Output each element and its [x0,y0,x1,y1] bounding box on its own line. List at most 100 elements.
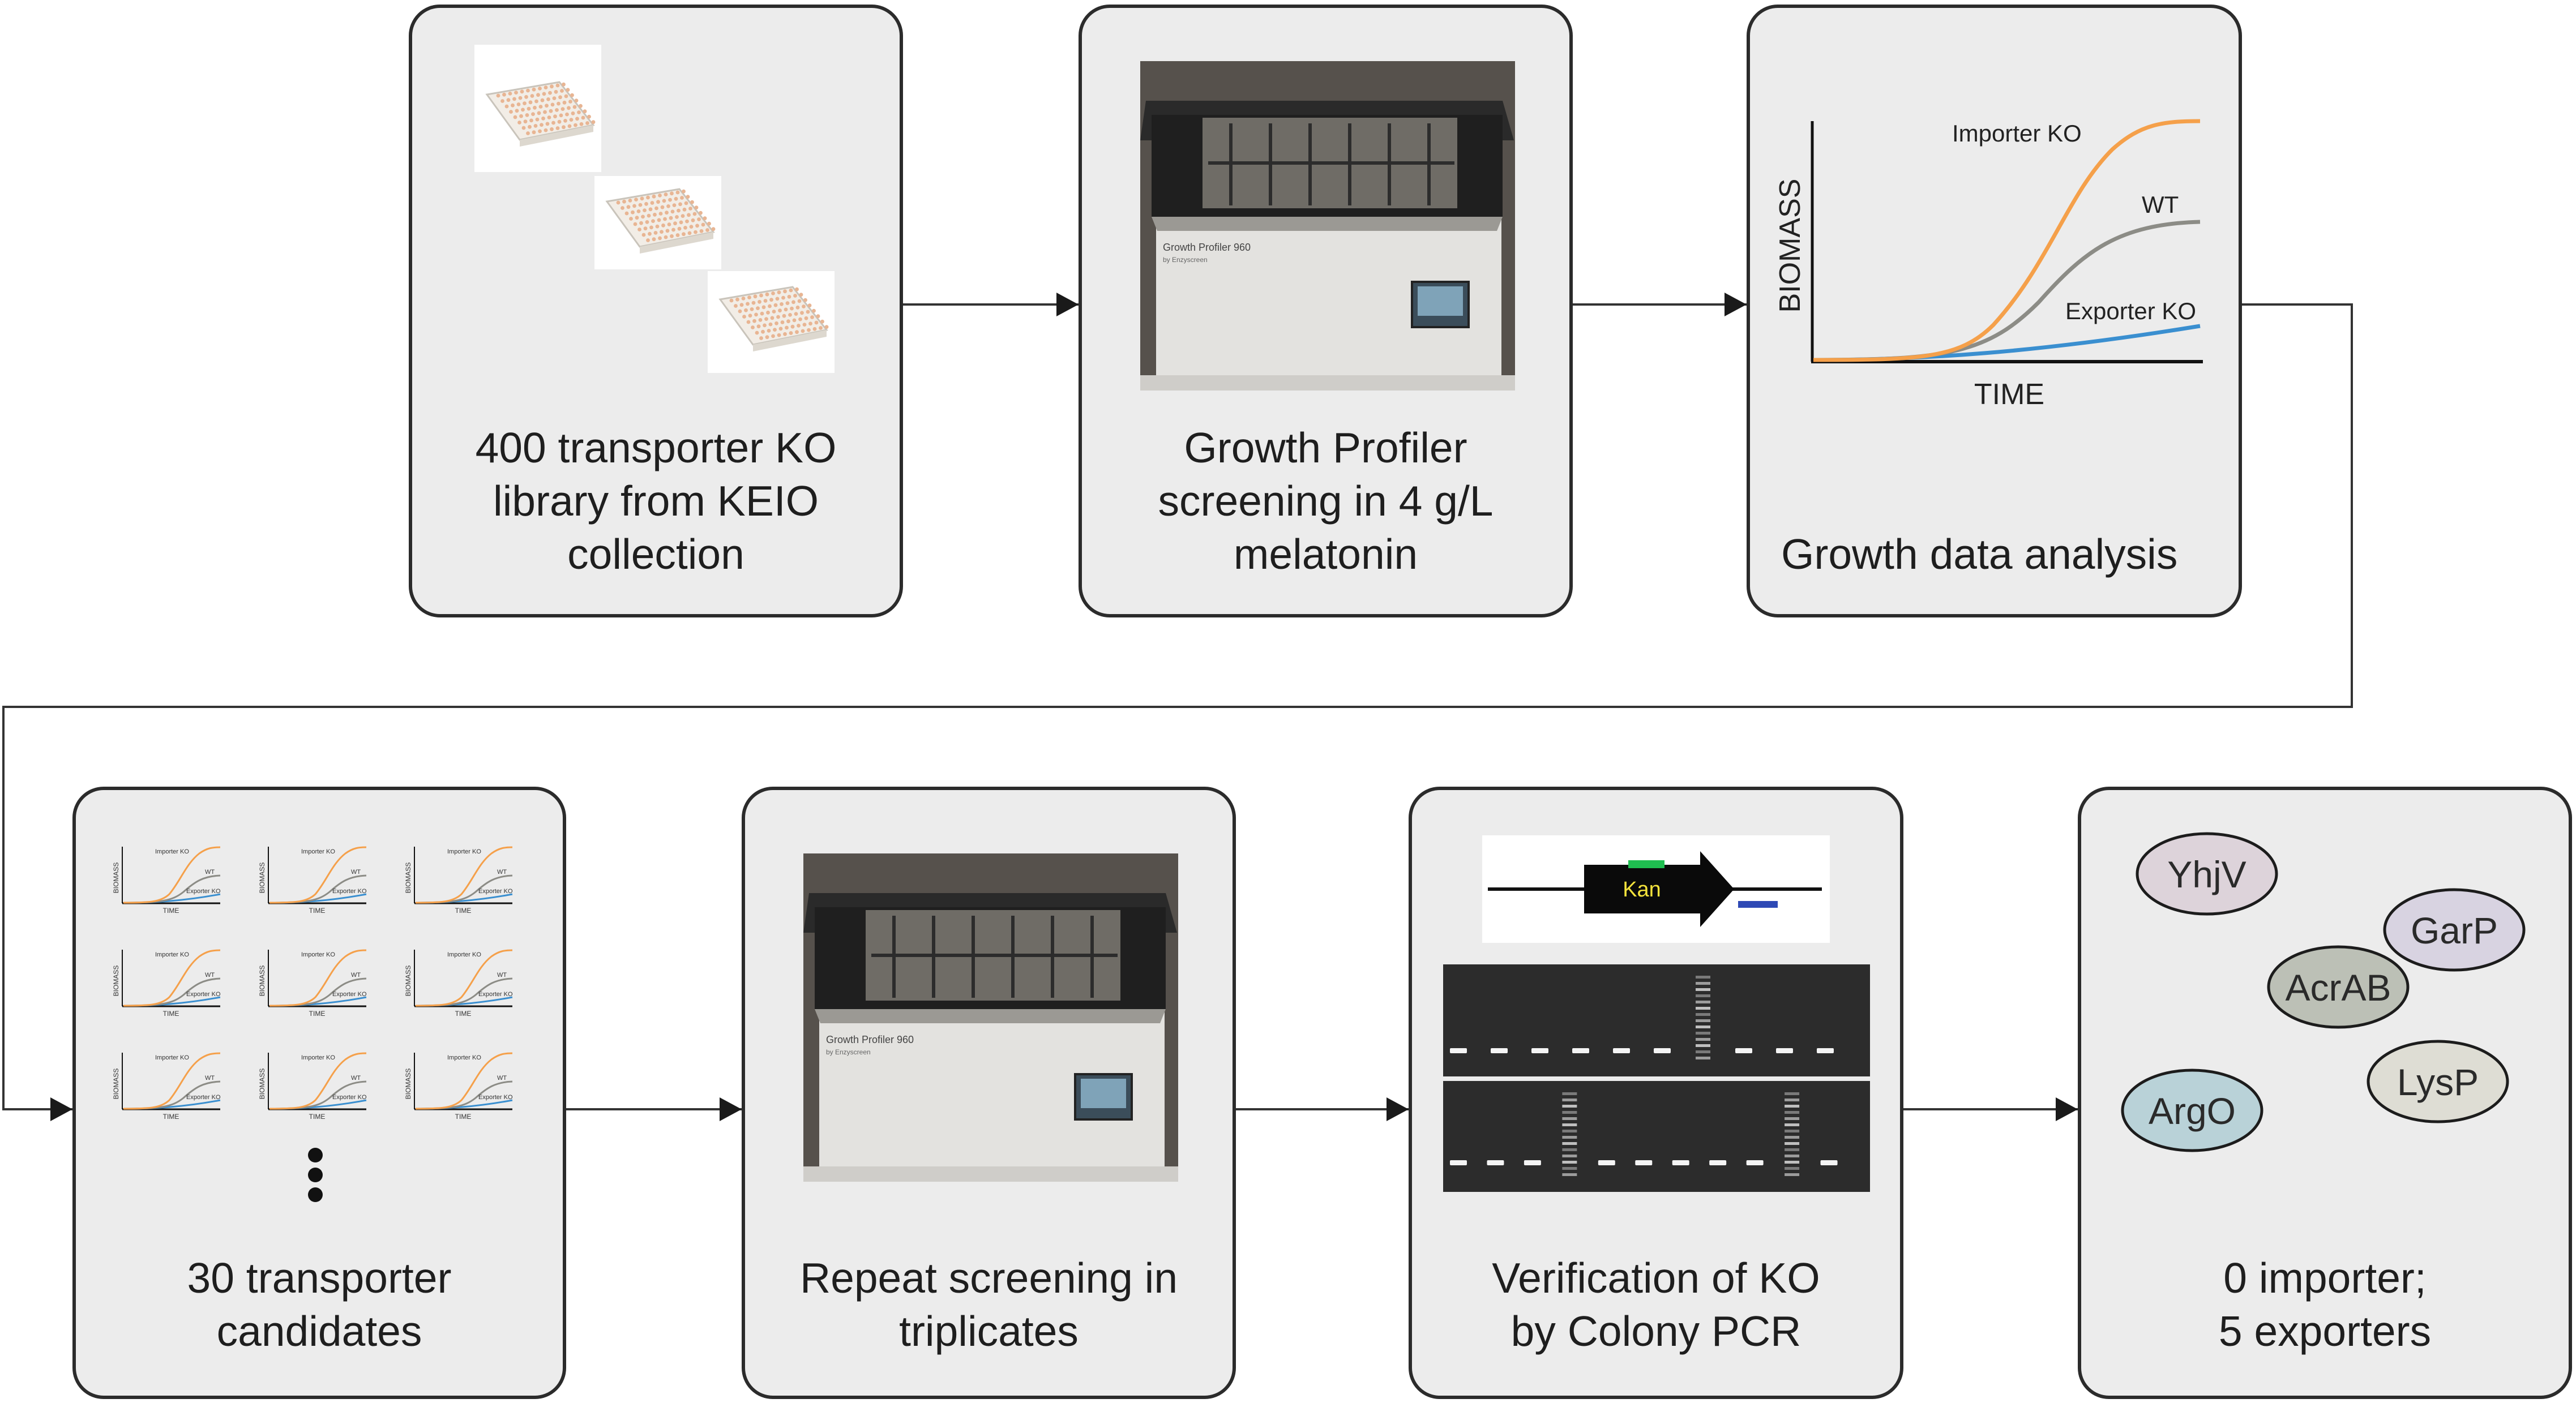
step-caption-results: 0 importer; 5 exporters [2081,1251,2569,1358]
microplate-well [542,92,546,96]
microplate-well [557,101,560,106]
microplate-well [776,315,780,319]
microplate-well [658,194,662,198]
microplate-well [509,110,513,114]
microplate-well [646,195,650,200]
microplate-well [783,289,787,294]
microplate-well [575,117,579,121]
mini-series-label: Importer KO [447,848,481,855]
gel-ladder-band [1696,1038,1710,1041]
growth-profiler-image-repeat: Growth Profiler 960 by Enzyscreen [803,853,1178,1182]
microplate-well [674,196,678,201]
gel-band [1487,1160,1504,1165]
gel-band [1709,1160,1727,1165]
device-label: Growth Profiler 960 [1163,242,1251,253]
microplate-well [669,216,673,220]
gel-ladder-band [1696,988,1710,991]
microplate-well [540,98,545,102]
microplate-well [792,318,797,323]
step-caption-repeat-screening: Repeat screening in triplicates [745,1251,1233,1358]
microplate-well [670,191,674,196]
microplate-well [777,333,781,337]
microplate-well [665,229,670,233]
microplate-well [803,298,807,302]
gel-ladder-band [1696,1026,1710,1028]
microplate-well [566,88,570,92]
caption-line: melatonin [1233,530,1418,578]
kan-label: Kan [1623,878,1661,902]
microplate-well [547,115,551,119]
microplate-well [793,294,797,298]
microplate-well [771,291,775,295]
microplate-well [807,328,811,332]
microplate-well [794,312,798,316]
microplate-well [699,229,704,233]
caption-line: Repeat screening in [799,1254,1178,1302]
step-caption-verification: Verification of KO by Colony PCR [1412,1251,1900,1358]
mini-series-label: Importer KO [155,1054,189,1061]
transporter-label: ArgO [2149,1090,2236,1132]
mini-series-label: Exporter KO [478,991,513,998]
caption-line: Growth Profiler [1184,424,1467,471]
microplate-well [555,126,560,130]
microplate-well [697,217,701,221]
microplate-well [675,233,680,237]
microplate-well [795,330,799,334]
microplate-well [820,319,824,324]
microplate-well [652,237,656,242]
microplate-well [543,110,547,114]
mini-series-label: Exporter KO [478,1094,513,1101]
caption-line: 400 transporter KO [475,424,837,471]
microplate-well [658,212,663,216]
growth-profiler-image: Growth Profiler 960 by Enzyscreen [1140,61,1515,391]
microplate-well [741,297,746,301]
gel-ladder-band [1562,1142,1577,1145]
microplate-well [694,230,698,234]
microplate-well [632,204,636,208]
microplate-well [800,311,804,315]
mini-series-label: WT [497,972,507,979]
mini-x-axis-label: TIME [455,907,472,915]
gel-band [1654,1048,1671,1053]
microplate-well [562,82,566,87]
gel-ladder-band [1562,1123,1577,1126]
microplate-well [695,224,699,228]
gel-ladder-band [1696,1013,1710,1016]
gel-ladder-band [1785,1130,1800,1132]
microplate-well [546,97,550,101]
microplate-well [624,211,629,216]
step-caption-growth-profiler: Growth Profiler screening in 4 g/L melat… [1082,421,1569,581]
microplate-well [658,236,662,241]
step-caption-growth-analysis: Growth data analysis [1781,527,2239,581]
microplate-well [668,198,672,202]
microplate-well [545,122,550,126]
gel-ladder-band [1562,1148,1577,1151]
microplate-well [585,121,589,125]
mini-series-label: Exporter KO [332,991,367,998]
microplate-well [789,288,793,293]
caption-line: by Colony PCR [1510,1307,1802,1355]
microplate-well [648,207,653,212]
transporter-label: GarP [2411,909,2498,951]
microplate-well [568,100,572,104]
microplate-well [550,84,554,89]
gel-band [1450,1160,1467,1165]
microplate-well [562,100,567,105]
microplate-well [536,93,540,97]
mini-y-axis-label: BIOMASS [404,1069,412,1100]
plot-y-axis-label: BIOMASS [1774,179,1807,313]
microplate-well [790,306,794,311]
gel-ladder-band [1696,1050,1710,1053]
mini-series-label: WT [497,869,507,876]
microplate-well [663,217,667,221]
microplate-well [761,305,766,310]
microplate-well [751,301,756,305]
microplate-well [763,323,767,328]
microplate-well [550,102,555,107]
transporter-argo: ArgO [2121,1069,2263,1152]
gel-ladder-band [1785,1092,1800,1095]
microplate-well [768,322,773,327]
